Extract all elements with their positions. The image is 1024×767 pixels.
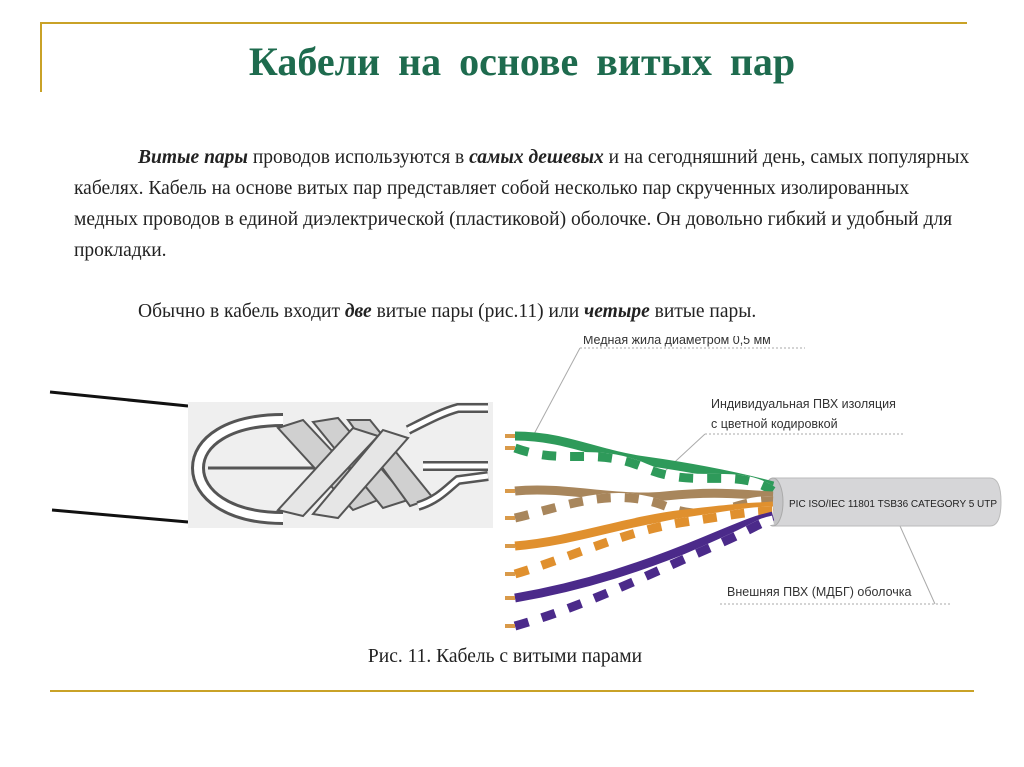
- emphasis-four: четыре: [584, 301, 650, 322]
- twisted-pair-schematic: [49, 390, 493, 528]
- slide-title: Кабели на основе витых пар: [248, 39, 796, 84]
- paragraph-2: Обычно в кабель входит две витые пары (р…: [138, 301, 757, 322]
- emphasis-twisted-pairs: Витые пары: [138, 147, 248, 168]
- label-insulation-line1: Индивидуальная ПВХ изоляция: [711, 397, 896, 411]
- bottom-rule: [50, 690, 974, 692]
- figure-caption: Рис. 11. Кабель с витыми парами: [367, 646, 643, 667]
- label-insulation-line2: с цветной кодировкой: [711, 417, 838, 431]
- jacket-print: PIC ISO/IEC 11801 TSB36 CATEGORY 5 UTP: [789, 499, 997, 510]
- emphasis-cheapest: самых дешевых: [469, 147, 604, 168]
- left-rule: [40, 22, 42, 92]
- green-pair: [505, 431, 776, 495]
- orange-pair: [505, 501, 774, 579]
- label-outer-jacket: Внешняя ПВХ (МДБГ) оболочка: [727, 585, 912, 599]
- emphasis-two: две: [344, 301, 372, 322]
- top-rule: [40, 22, 967, 24]
- purple-pair: [505, 511, 775, 631]
- paragraph-1: Витые пары проводов используются в самых…: [74, 147, 970, 261]
- label-copper-core: Медная жила диаметром 0,5 мм: [583, 336, 771, 347]
- utp-cable-figure: PIC ISO/IEC 11801 TSB36 CATEGORY 5 UTP М…: [505, 336, 1002, 631]
- cable-jacket: [772, 477, 1002, 527]
